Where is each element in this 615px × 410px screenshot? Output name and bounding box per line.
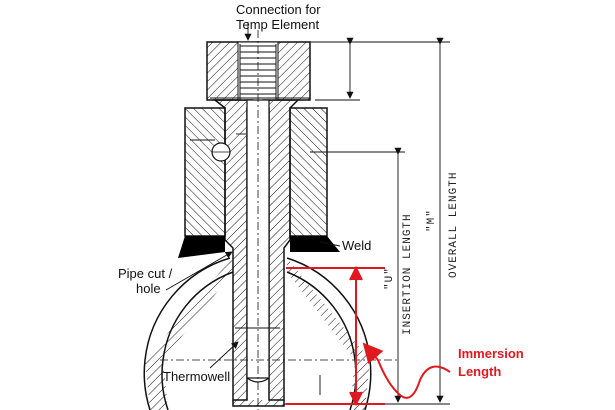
immersion-label-1: Immersion (458, 346, 524, 361)
weld-label: Weld (342, 238, 371, 253)
connection-label-2: Temp Element (236, 17, 319, 32)
weld-left (178, 236, 225, 258)
hex-head (206, 41, 311, 101)
overall-length-label: OVERALL LENGTH (448, 172, 460, 278)
pipe-cut-label-1: Pipe cut / (118, 266, 173, 281)
coupling-boss (184, 107, 328, 237)
thermowell-tip (232, 400, 285, 407)
pipe-cut-label-2: hole (136, 281, 161, 296)
immersion-length-dimension (286, 265, 451, 407)
m-dimension-label: "M" (426, 209, 438, 232)
insertion-length-label: INSERTION LENGTH (402, 213, 414, 335)
immersion-label-2: Length (458, 364, 501, 379)
weld-right (290, 236, 340, 252)
thermowell-label: Thermowell (163, 369, 230, 384)
u-dimension-label: "U" (384, 267, 396, 290)
connection-label-1: Connection for (236, 2, 321, 17)
